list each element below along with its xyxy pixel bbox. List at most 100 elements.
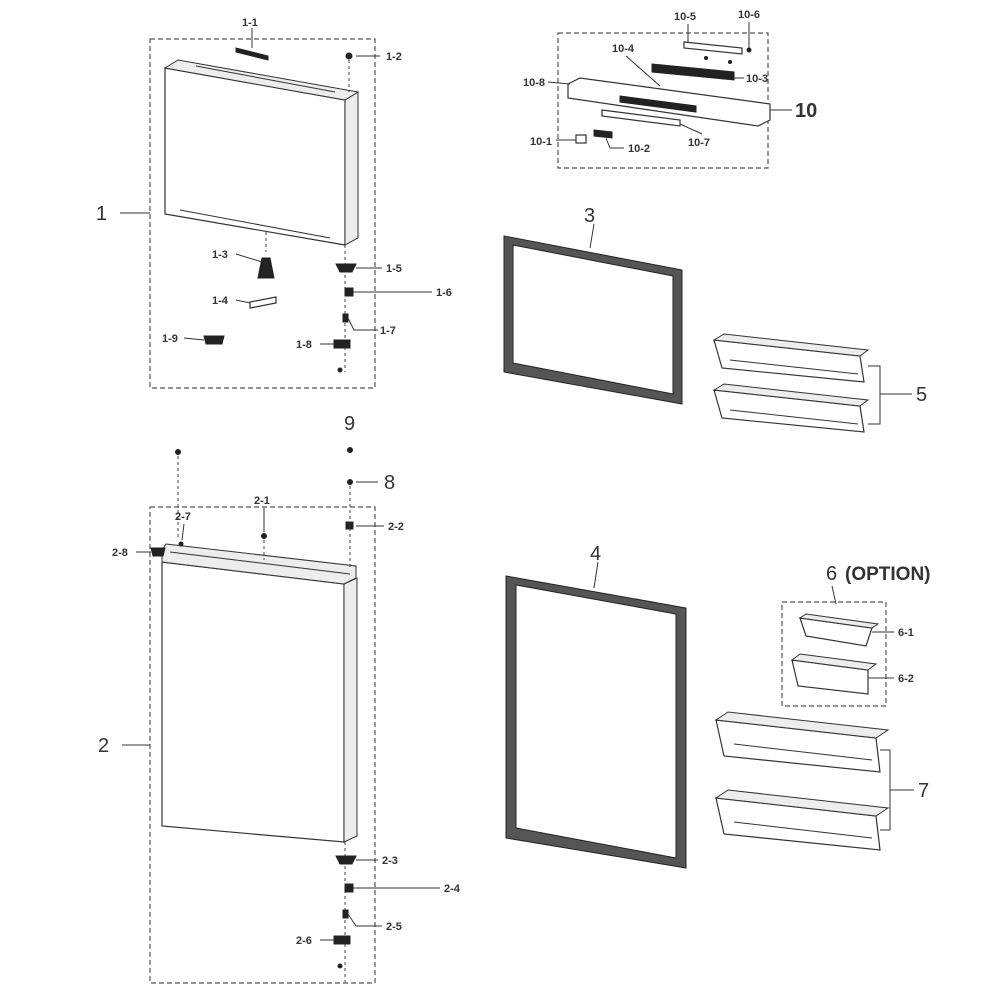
part-2-4-bushing [344, 883, 354, 893]
label-5: 5 [916, 384, 927, 406]
label-10: 10 [795, 100, 817, 122]
leader-10-7 [679, 123, 703, 135]
label-4: 4 [590, 543, 601, 565]
label-10-2: 10-2 [628, 143, 650, 155]
part-10-3-pcb [651, 63, 735, 81]
bin-7-b-lip [733, 821, 873, 839]
label-1-5: 1-5 [386, 263, 402, 275]
label-10-1: 10-1 [530, 136, 552, 148]
screw-b [728, 60, 732, 64]
part-2-7-point [178, 541, 184, 547]
part-1-7-pin [342, 313, 349, 323]
label-2-1: 2-1 [254, 495, 270, 507]
gasket-3-inner [512, 244, 674, 395]
part-2-3-hinge [335, 855, 357, 865]
gasket-4-inner [515, 584, 677, 859]
left-top-screw [175, 449, 181, 455]
part-2-6-screw [337, 963, 343, 969]
leader-10-2 [605, 137, 624, 149]
leader-2-7 [181, 523, 185, 541]
label-10-6: 10-6 [738, 9, 760, 21]
part-9-pin [347, 447, 353, 453]
label-2-3: 2-3 [382, 855, 398, 867]
part-10-1-connector [575, 134, 587, 144]
group-2-lower-door: 2 2-7 2-8 2-1 2-2 2-3 2-4 [98, 486, 461, 984]
part-5-door-bins: 5 [712, 333, 927, 433]
part-3-upper-gasket: 3 [503, 205, 683, 405]
group-10-box [557, 32, 769, 169]
part-8-pin [347, 479, 353, 485]
part-2-6-hinge [333, 935, 351, 945]
leader-6 [831, 585, 837, 605]
leader-1-4 [235, 299, 251, 304]
bracket-5 [868, 365, 881, 425]
label-2-5: 2-5 [386, 921, 402, 933]
upper-door-bottom-edge [179, 209, 331, 239]
lower-door-side [343, 577, 358, 843]
upper-door-top-rail [195, 65, 336, 93]
part-1-6-bushing [344, 287, 354, 297]
part-1-8-screw [337, 367, 343, 373]
label-10-4: 10-4 [612, 43, 635, 55]
label-1-9: 1-9 [162, 333, 178, 345]
bin-7-a-rim [714, 711, 890, 739]
part-2-1-screw [261, 533, 267, 539]
label-3: 3 [584, 205, 595, 227]
label-2-6: 2-6 [296, 935, 312, 947]
label-7: 7 [918, 780, 929, 802]
leader-10-4 [625, 55, 661, 87]
leader-4 [593, 561, 599, 589]
bin-7-b-rim [714, 789, 890, 817]
screw-a [704, 56, 708, 60]
label-6-2: 6-2 [898, 673, 914, 685]
part-7-door-bins: 7 [714, 711, 929, 851]
part-1-9-piece [203, 335, 225, 345]
bin-5-b-rim [712, 383, 870, 407]
label-1-8: 1-8 [296, 339, 312, 351]
part-6-2-rim [790, 653, 878, 671]
label-6-1: 6-1 [898, 627, 914, 639]
bin-5-b-lip [729, 409, 859, 425]
part-1-4-bracket [249, 296, 277, 309]
label-10-3: 10-3 [746, 73, 768, 85]
part-10-2-clip [593, 129, 613, 139]
part-10-7-cover [601, 109, 681, 127]
bin-7-b [714, 789, 890, 851]
part-1-2-screw [345, 52, 353, 60]
group-10-control-assembly: 10 10-5 10-6 10-3 10-4 10-8 10-7 10-1 10… [523, 9, 817, 169]
group-6-box [781, 601, 887, 707]
upper-door-side [344, 91, 359, 246]
label-10-7: 10-7 [688, 137, 710, 149]
upper-door-top [163, 59, 360, 101]
leader-1-7 [347, 317, 378, 331]
label-1-1: 1-1 [242, 17, 258, 29]
leader-10-8 [547, 81, 571, 85]
part-2-8-piece [150, 547, 166, 557]
bin-5-b [712, 383, 870, 433]
label-8: 8 [384, 472, 395, 494]
leader-1-9 [183, 337, 205, 341]
part-1-3-stopper [257, 257, 275, 279]
label-2-4: 2-4 [444, 883, 461, 895]
label-1-4: 1-4 [212, 295, 229, 307]
leader-1-3 [235, 253, 263, 263]
part-10-5-board [683, 41, 743, 55]
label-9: 9 [344, 413, 355, 435]
label-2-7: 2-7 [175, 511, 191, 523]
part-2-2-bushing [345, 521, 354, 530]
label-10-5: 10-5 [674, 11, 696, 23]
part-4-lower-gasket: 4 [505, 543, 687, 869]
part-10-6-screw [746, 47, 752, 53]
bin-7-a-lip [733, 743, 873, 761]
bin-5-a-lip [729, 359, 859, 375]
display-keys [619, 95, 697, 113]
label-6: 6 [826, 563, 837, 585]
label-1-7: 1-7 [380, 325, 396, 337]
pins-8-9: 9 8 [175, 413, 395, 540]
label-1-3: 1-3 [212, 249, 228, 261]
part-1-5-hinge [335, 263, 357, 273]
label-2-8: 2-8 [112, 547, 128, 559]
label-1-2: 1-2 [386, 51, 402, 63]
label-1-6: 1-6 [436, 287, 452, 299]
